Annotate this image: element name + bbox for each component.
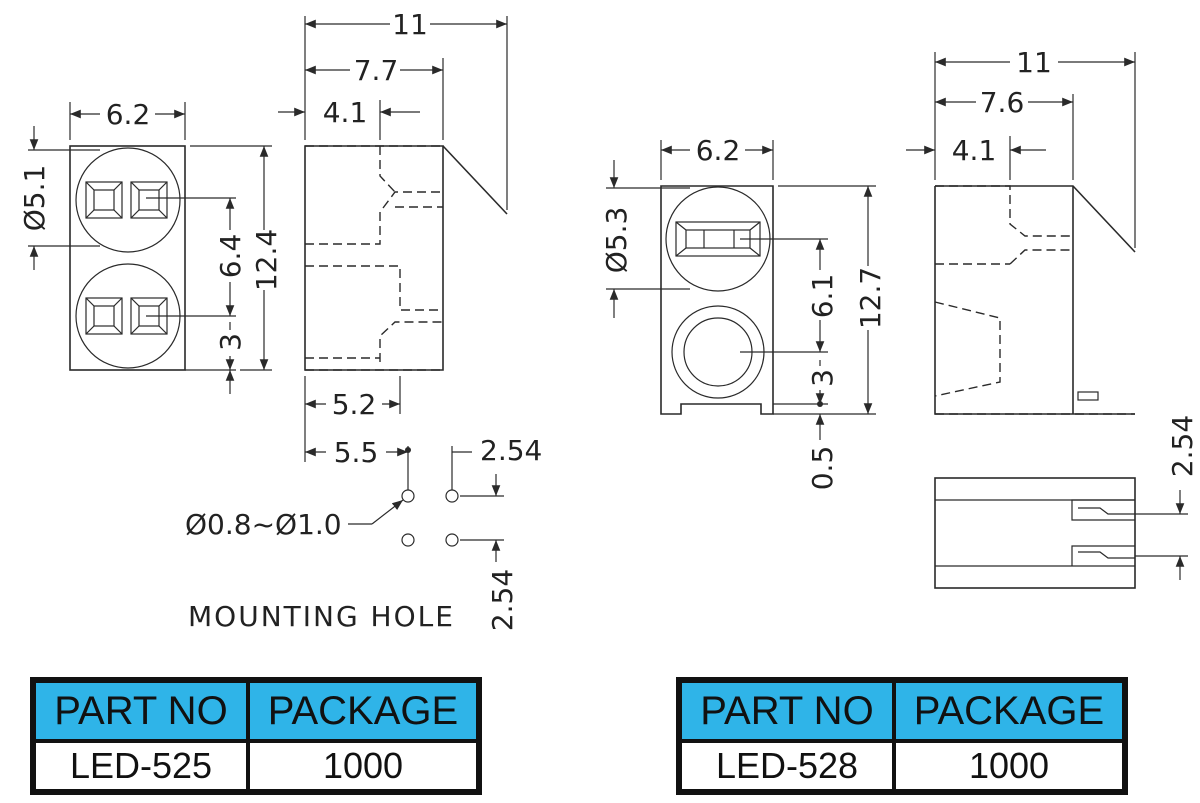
table-header-row: PART NO PACKAGE xyxy=(680,681,1124,741)
left-pitch-label: 6.4 xyxy=(214,234,247,279)
table-row: LED-528 1000 xyxy=(680,741,1124,791)
right-depth-41-label: 4.1 xyxy=(952,134,997,167)
left-side-view xyxy=(304,145,508,371)
right-side-view xyxy=(934,185,1136,415)
left-depth-77-label: 7.7 xyxy=(354,54,399,87)
table-row: LED-525 1000 xyxy=(34,741,478,791)
mounting-hole-caption: MOUNTING HOLE xyxy=(188,600,455,633)
left-side-dimensions: 11 7.7 4.1 5.2 5.5 xyxy=(278,8,508,469)
package-value: 1000 xyxy=(894,741,1124,791)
right-bottom-offset-label: 3 xyxy=(806,369,839,387)
header-part-no: PART NO xyxy=(34,681,248,741)
header-package: PACKAGE xyxy=(248,681,478,741)
left-front-dimensions: 6.2 Ø5.1 6.4 3 12.4 xyxy=(18,98,283,394)
package-value: 1000 xyxy=(248,741,478,791)
left-pin-spacing-v-label: 2.54 xyxy=(486,569,519,631)
left-hole-diameter-label: Ø0.8~Ø1.0 xyxy=(185,508,342,541)
left-depth-41-label: 4.1 xyxy=(323,96,368,129)
header-part-no: PART NO xyxy=(680,681,894,741)
right-front-view xyxy=(660,185,774,415)
right-total-depth-label: 11 xyxy=(1016,46,1052,79)
right-bottom-view: 2.54 xyxy=(934,415,1199,589)
right-standoff-label: 0.5 xyxy=(806,446,839,491)
right-pin-spacing-label: 2.54 xyxy=(1166,415,1199,477)
left-pin-depth-52-label: 5.2 xyxy=(332,388,377,421)
left-height-label: 12.4 xyxy=(250,229,283,291)
right-side-dimensions: 11 7.6 4.1 xyxy=(906,46,1136,248)
part-table-left: PART NO PACKAGE LED-525 1000 xyxy=(30,677,482,795)
right-front-dimensions: 6.2 Ø5.3 6.1 3 0.5 12.7 xyxy=(600,134,887,490)
right-depth-76-label: 7.6 xyxy=(980,86,1025,119)
part-no-value: LED-528 xyxy=(680,741,894,791)
left-pin-spacing-h-label: 2.54 xyxy=(480,434,542,467)
left-lens-diameter-label: Ø5.1 xyxy=(18,165,51,232)
left-bottom-offset-label: 3 xyxy=(214,333,247,351)
table-header-row: PART NO PACKAGE xyxy=(34,681,478,741)
left-total-depth-label: 11 xyxy=(392,8,428,41)
left-mounting-hole: 2.54 2.54 Ø0.8~Ø1.0 MOUNTING HOLE xyxy=(185,434,542,633)
right-height-label: 12.7 xyxy=(854,267,887,329)
left-pin-depth-55-label: 5.5 xyxy=(334,436,379,469)
part-table-right: PART NO PACKAGE LED-528 1000 xyxy=(676,677,1128,795)
right-lens-diameter-label: Ø5.3 xyxy=(600,207,633,274)
header-package: PACKAGE xyxy=(894,681,1124,741)
right-width-label: 6.2 xyxy=(696,134,741,167)
left-width-label: 6.2 xyxy=(106,98,151,131)
part-no-value: LED-525 xyxy=(34,741,248,791)
left-front-view xyxy=(69,145,186,371)
right-pitch-label: 6.1 xyxy=(806,274,839,319)
